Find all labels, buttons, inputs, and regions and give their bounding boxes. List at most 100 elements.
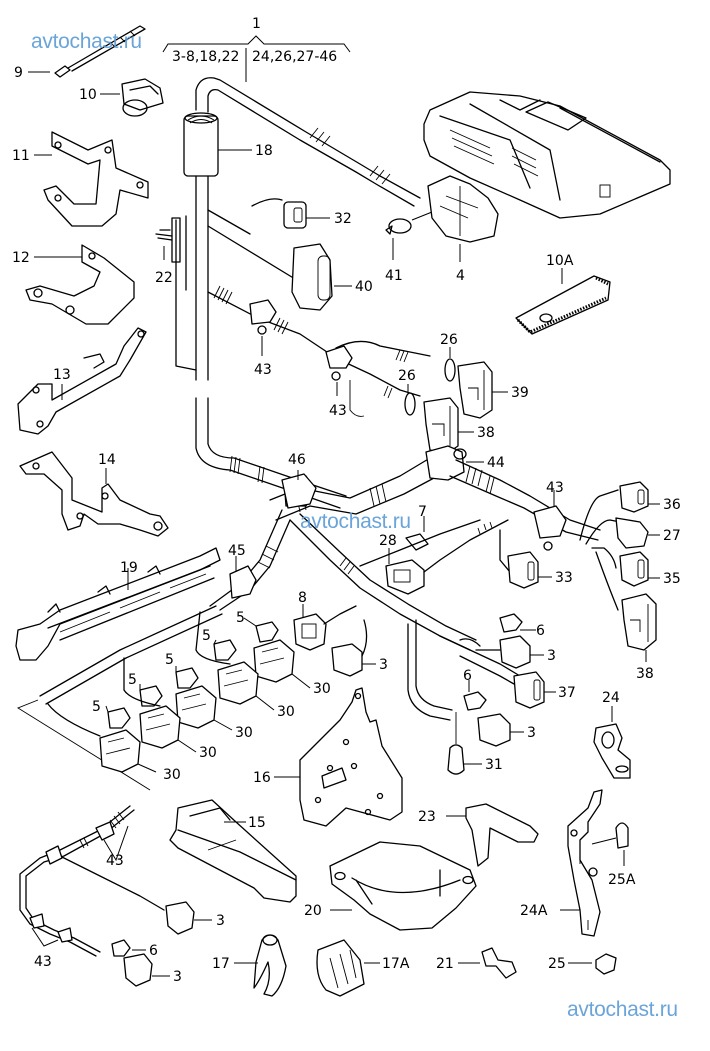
label-9: 9: [14, 65, 23, 81]
label-30-e: 30: [163, 767, 181, 783]
part-43-grommet-upper[interactable]: 43: [249, 299, 277, 378]
part-26-seal-upper[interactable]: 26: [440, 332, 458, 382]
part-5-clip-3[interactable]: 5: [165, 652, 199, 689]
label-5-c: 5: [165, 652, 174, 668]
part-24a-bracket[interactable]: 24A: [520, 789, 603, 937]
part-4-ecu-connector[interactable]: 4: [427, 175, 499, 284]
part-25-clip[interactable]: 25: [548, 953, 617, 975]
part-5-clip-2[interactable]: 5: [202, 628, 237, 661]
label-3-c: 3: [527, 725, 536, 741]
part-31-sensor[interactable]: 31: [447, 712, 503, 775]
part-43-grommet-right[interactable]: 43: [533, 480, 567, 551]
part-6-clip-bottom[interactable]: 6: [111, 939, 158, 959]
assembly-callout: 1 3-8,18,22 24,26,27-46: [162, 16, 351, 82]
part-10-clip[interactable]: 10: [79, 78, 164, 117]
label-40: 40: [355, 279, 373, 295]
part-14-bracket[interactable]: 14: [19, 451, 169, 537]
part-30-connector-3[interactable]: 30: [175, 685, 253, 741]
label-18: 18: [255, 143, 273, 159]
label-19: 19: [120, 560, 138, 576]
label-17: 17: [212, 956, 230, 972]
label-8: 8: [298, 590, 307, 606]
part-43-grommet-mid[interactable]: 43: [329, 382, 347, 419]
part-3-connector-right-lower[interactable]: 3: [477, 713, 536, 747]
part-40-connector[interactable]: 40: [291, 243, 373, 311]
part-44-grommet[interactable]: 44: [453, 448, 505, 471]
part-24-bracket[interactable]: 24: [593, 690, 631, 779]
watermark-bottom: avtochast.ru: [567, 998, 678, 1021]
label-30-a: 30: [313, 681, 331, 697]
part-6-clip-lower[interactable]: 6: [463, 668, 487, 711]
label-10: 10: [79, 87, 97, 103]
part-30-connector-1[interactable]: 30: [253, 639, 331, 697]
part-3-connector-center[interactable]: 3: [331, 619, 388, 677]
label-30-c: 30: [235, 725, 253, 741]
part-25a-clip[interactable]: 25A: [591, 822, 636, 888]
part-35-connector[interactable]: 35: [619, 551, 681, 587]
watermark-top: avtochast.ru: [31, 30, 142, 53]
part-30-connector-2[interactable]: 30: [217, 661, 295, 720]
part-15-cover[interactable]: 15: [169, 799, 297, 903]
label-44: 44: [487, 455, 505, 471]
part-3-connector-lower-lower[interactable]: 3: [123, 953, 182, 987]
label-5-b: 5: [202, 628, 211, 644]
label-35: 35: [663, 571, 681, 587]
part-43-grommet-lower-lower[interactable]: 43: [31, 927, 59, 970]
label-5-d: 5: [128, 672, 137, 688]
label-26-a: 26: [440, 332, 458, 348]
label-37: 37: [558, 685, 576, 701]
label-43-a: 43: [254, 362, 272, 378]
part-11-bracket[interactable]: 11: [12, 131, 149, 227]
part-19-cable-duct[interactable]: 19: [15, 547, 221, 661]
part-43-grommet-lower-upper[interactable]: 43: [103, 825, 129, 869]
part-3-connector-right-upper[interactable]: 3: [459, 635, 556, 669]
label-25a: 25A: [608, 872, 636, 888]
part-9-cable-tie[interactable]: 9: [14, 25, 146, 81]
part-7-clip[interactable]: 7: [405, 504, 429, 551]
part-41-hose-clamp[interactable]: 41: [385, 211, 433, 284]
part-30-connector-4[interactable]: 30: [139, 705, 217, 761]
label-36: 36: [663, 497, 681, 513]
label-12: 12: [12, 250, 30, 266]
part-18-sleeve[interactable]: 18: [218, 143, 273, 159]
part-21-clip[interactable]: 21: [436, 947, 517, 979]
assembly-left-group: 3-8,18,22: [172, 49, 239, 65]
harness-main-trunk: [175, 77, 421, 509]
part-16-bracket-plate[interactable]: 16: [253, 687, 403, 827]
part-13-bracket[interactable]: 13: [17, 327, 147, 435]
part-20-cup[interactable]: 20: [304, 841, 477, 931]
part-28-connector[interactable]: 28: [379, 519, 509, 595]
part-30-connector-5[interactable]: 30: [99, 729, 181, 783]
part-39-connector[interactable]: 39: [457, 361, 529, 419]
part-22-fastener[interactable]: 22: [155, 217, 181, 286]
part-46-grommet[interactable]: 46: [281, 452, 317, 509]
label-30-b: 30: [277, 704, 295, 720]
part-27-connector[interactable]: 27: [615, 517, 681, 549]
part-36-connector[interactable]: 36: [619, 481, 681, 513]
part-23-bracket[interactable]: 23: [418, 803, 539, 867]
part-12-bracket[interactable]: 12: [12, 244, 135, 325]
part-5-clip-4[interactable]: 5: [128, 672, 163, 707]
engine-control-unit: [423, 91, 671, 219]
label-23: 23: [418, 809, 436, 825]
part-33-connector[interactable]: 33: [507, 551, 573, 589]
part-6-clip-upper[interactable]: 6: [499, 613, 545, 639]
label-26-b: 26: [398, 368, 416, 384]
part-32-connector[interactable]: 32: [251, 198, 352, 229]
label-5-e: 5: [92, 699, 101, 715]
part-17-clamp[interactable]: 17: [212, 934, 287, 997]
part-8-connector[interactable]: 8: [293, 590, 357, 651]
part-38-connector-lower[interactable]: 38: [621, 593, 657, 682]
part-17a-holder[interactable]: 17A: [316, 939, 410, 997]
label-46: 46: [288, 452, 306, 468]
part-45-grommet[interactable]: 45: [228, 543, 257, 599]
part-5-clip-5[interactable]: 5: [92, 699, 131, 729]
part-37-connector[interactable]: 37: [459, 655, 576, 709]
part-26-seal-lower[interactable]: 26: [398, 368, 416, 416]
part-10a-label-pad[interactable]: 10A: [515, 253, 611, 335]
part-3-connector-lower-upper[interactable]: 3: [165, 901, 225, 935]
label-7: 7: [418, 504, 427, 520]
part-5-clip-1[interactable]: 5: [236, 610, 279, 643]
label-17a: 17A: [382, 956, 410, 972]
